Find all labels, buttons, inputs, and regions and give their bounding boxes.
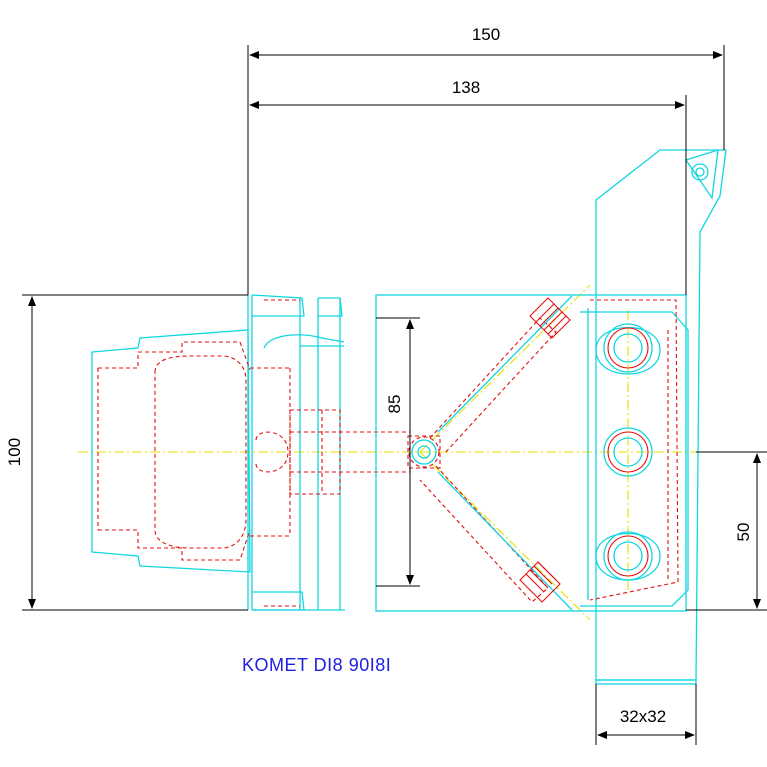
screw-top	[595, 323, 661, 375]
dim-height-left: 100	[5, 438, 24, 466]
dim-overall-length: 150	[472, 25, 500, 44]
drawing-caption: KOMET DI8 90I8I	[242, 655, 391, 675]
upper-clamp-screw	[529, 297, 571, 339]
screw-bottom	[595, 531, 661, 581]
dim-offset-right: 50	[734, 523, 753, 542]
holder-hidden-lines	[97, 299, 410, 607]
dim-bolt-span: 85	[385, 395, 404, 414]
lower-clamp-screw	[519, 561, 561, 603]
screw-middle	[603, 427, 653, 477]
dim-shank-size: 32x32	[620, 707, 666, 726]
clamp-screws-right	[595, 323, 661, 581]
dim-inner-length: 138	[452, 78, 480, 97]
tool-shank	[580, 149, 727, 685]
dimension-lines	[22, 45, 767, 745]
